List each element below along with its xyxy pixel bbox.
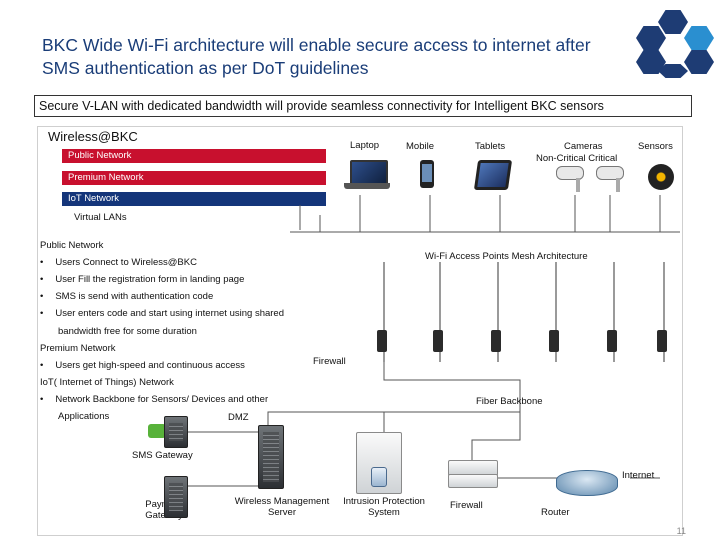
cameras-label: Cameras xyxy=(564,141,603,152)
ap-pole xyxy=(555,262,557,362)
internet-label: Internet xyxy=(622,470,655,481)
bullet-item: •Network Backbone for Sensors/ Devices a… xyxy=(40,394,269,405)
public-heading: Public Network xyxy=(40,240,104,251)
mobile-label: Mobile xyxy=(406,141,434,152)
ap-pole xyxy=(439,262,441,362)
iot-bullet-continued: Applications xyxy=(58,411,110,422)
firewall-top-label: Firewall xyxy=(313,356,346,367)
laptop-icon xyxy=(344,160,390,190)
access-point-icon xyxy=(433,330,443,352)
access-point-icon xyxy=(549,330,559,352)
ap-pole xyxy=(613,262,615,362)
subtitle-box: Secure V-LAN with dedicated bandwidth wi… xyxy=(34,95,692,117)
public-network-bar: Public Network xyxy=(62,149,326,163)
bullet-item: •User enters code and start using intern… xyxy=(40,308,284,319)
wireless-management-server-icon xyxy=(258,425,284,489)
iot-network-bar: IoT Network xyxy=(62,192,326,206)
camera-icon xyxy=(596,162,626,192)
public-bullet-continued: bandwidth free for some duration xyxy=(58,326,197,337)
bullet-item: •SMS is send with authentication code xyxy=(40,291,214,302)
architecture-panel xyxy=(37,126,683,536)
ips-label: Intrusion Protection System xyxy=(343,496,425,518)
mobile-icon xyxy=(420,160,434,188)
ips-server-icon xyxy=(356,432,402,494)
premium-heading: Premium Network xyxy=(40,343,116,354)
hex-icon xyxy=(658,10,688,34)
server-icon xyxy=(164,416,188,448)
iot-heading: IoT( Internet of Things) Network xyxy=(40,377,174,388)
premium-network-bar: Premium Network xyxy=(62,171,326,185)
laptop-label: Laptop xyxy=(350,140,380,151)
access-point-icon xyxy=(607,330,617,352)
hex-icon xyxy=(658,64,688,78)
camera-icon xyxy=(556,162,586,192)
router-icon xyxy=(556,470,618,496)
wireless-mgmt-label: Wireless Management Server xyxy=(234,496,330,518)
hex-icon xyxy=(684,50,714,74)
firewall-bottom-icon xyxy=(448,474,498,488)
bullet-item: •Users get high-speed and continuous acc… xyxy=(40,360,245,371)
bullet-item: •Users Connect to Wireless@BKC xyxy=(40,257,197,268)
payment-gateway-server-icon xyxy=(164,476,188,518)
access-point-icon xyxy=(377,330,387,352)
dmz-label: DMZ xyxy=(228,412,249,423)
hexagon-nav-graphic xyxy=(622,6,720,78)
ap-pole xyxy=(383,262,385,362)
ap-pole xyxy=(663,262,665,362)
ap-pole xyxy=(497,262,499,362)
page-number: 11 xyxy=(676,526,686,536)
chat-icon xyxy=(148,424,166,438)
access-point-icon xyxy=(491,330,501,352)
cameras-sub-label: Non-Critical Critical xyxy=(536,153,618,164)
virtual-lans-label: Virtual LANs xyxy=(74,212,127,223)
access-point-icon xyxy=(657,330,667,352)
ap-mesh-label: Wi-Fi Access Points Mesh Architecture xyxy=(425,251,588,262)
sensor-icon xyxy=(648,164,674,190)
slide-title: BKC Wide Wi-Fi architecture will enable … xyxy=(42,35,591,78)
panel-title: Wireless@BKC xyxy=(48,129,138,144)
router-label: Router xyxy=(541,507,570,518)
sensors-label: Sensors xyxy=(638,141,673,152)
hex-icon xyxy=(684,26,714,50)
bullet-item: •User Fill the registration form in land… xyxy=(40,274,245,285)
hex-icon xyxy=(636,26,666,50)
sms-gateway-label: SMS Gateway xyxy=(132,450,193,461)
firewall-bottom-label: Firewall xyxy=(450,500,483,511)
fiber-backbone-label: Fiber Backbone xyxy=(476,396,543,407)
tablets-label: Tablets xyxy=(475,141,506,152)
